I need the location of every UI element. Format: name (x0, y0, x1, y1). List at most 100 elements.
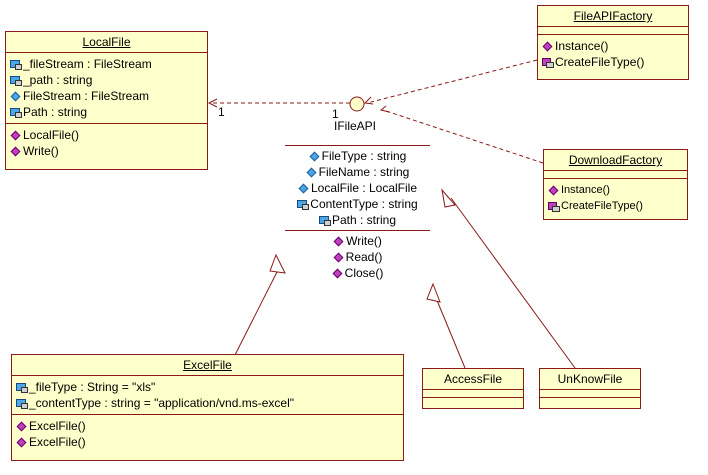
divider (285, 145, 430, 146)
method-row: Instance() (548, 182, 687, 198)
method-icon (332, 269, 343, 278)
ifileapi-interface-name: IFileAPI (334, 119, 377, 133)
field-text: Path : string (23, 105, 88, 119)
method-row: Close() (285, 265, 430, 281)
method-icon (16, 422, 27, 431)
method-text: Close() (344, 266, 384, 280)
field-icon (10, 92, 21, 101)
fields-section: _fileType : String = "xls" _contentType … (12, 376, 403, 415)
field-row: _fileStream : FileStream (10, 56, 207, 72)
ifileapi-interface[interactable]: FileType : string FileName : string Loca… (285, 145, 430, 283)
field-row: _fileType : String = "xls" (16, 379, 403, 395)
method-icon (333, 237, 344, 246)
field-text: _fileType : String = "xls" (29, 380, 156, 394)
method-icon (333, 253, 344, 262)
downloadfactory-class[interactable]: DownloadFactory Instance() CreateFileTyp… (543, 149, 688, 220)
fileapifactory-class[interactable]: FileAPIFactory Instance() CreateFileType… (537, 5, 689, 80)
arrowhead-fileapifactory (363, 96, 374, 105)
method-icon (10, 147, 21, 156)
method-text: Write() (346, 234, 382, 248)
field-text: _path : string (23, 73, 93, 87)
class-title: DownloadFactory (544, 150, 687, 171)
realization-accessfile (435, 297, 466, 369)
class-title: FileAPIFactory (538, 6, 688, 27)
lock-method-icon (548, 201, 560, 212)
unknowfile-class[interactable]: UnKnowFile (539, 368, 641, 409)
fields-section (423, 390, 523, 398)
method-row: Instance() (542, 38, 688, 54)
field-icon (309, 152, 320, 161)
property-text: ContentType : string (310, 197, 418, 211)
lock-field-icon (10, 59, 22, 70)
divider (285, 230, 430, 231)
property-row: ContentType : string (285, 196, 430, 212)
method-text: CreateFileType() (561, 200, 643, 212)
accessfile-class[interactable]: AccessFile (422, 368, 524, 409)
lock-field-icon (10, 107, 22, 118)
method-text: CreateFileType() (555, 55, 645, 69)
realization-unknowfile (450, 197, 576, 369)
methods-section (540, 398, 640, 405)
field-row: FileStream : FileStream (10, 88, 207, 104)
field-row: Path : string (10, 104, 207, 120)
property-text: Path : string (331, 213, 397, 227)
methods-section: Instance() CreateFileType() (538, 35, 688, 73)
method-row: ExcelFile() (16, 418, 403, 434)
lock-field-icon (297, 199, 310, 210)
method-icon (542, 42, 553, 51)
fields-section (540, 390, 640, 398)
method-text: Instance() (561, 184, 610, 196)
arrowhead-downloadfactory (379, 105, 390, 113)
method-row: Write() (10, 143, 207, 159)
fields-section: _fileStream : FileStream _path : string … (6, 53, 207, 124)
property-text: FileType : string (321, 149, 407, 163)
fields-section (544, 171, 687, 179)
field-text: FileStream : FileStream (23, 89, 150, 103)
generalization-triangle-unknow (441, 188, 456, 208)
methods-section: Instance() CreateFileType() (544, 179, 687, 217)
method-row: Write() (285, 233, 430, 249)
method-row: CreateFileType() (542, 54, 688, 70)
method-row: Read() (285, 249, 430, 265)
methods-section: ExcelFile() ExcelFile() (12, 415, 403, 453)
method-row: ExcelFile() (16, 434, 403, 450)
methods-section: LocalFile() Write() (6, 124, 207, 162)
dependency-downloadfactory (382, 109, 544, 164)
field-row: _contentType : string = "application/vnd… (16, 395, 403, 411)
field-icon (298, 184, 309, 193)
method-text: ExcelFile() (29, 435, 86, 449)
realization-excelfile (234, 269, 279, 356)
generalization-triangle-excel (269, 253, 286, 274)
method-text: Write() (23, 144, 59, 158)
interface-lollipop-icon (349, 96, 365, 112)
class-title: LocalFile (6, 32, 207, 53)
methods-section (423, 398, 523, 405)
class-title: UnKnowFile (540, 369, 640, 390)
properties-section: FileType : string FileName : string Loca… (285, 146, 430, 230)
lock-field-icon (318, 215, 331, 226)
lock-method-icon (542, 57, 554, 68)
multiplicity-ifileapi-end: 1 (332, 107, 339, 121)
dependency-fileapifactory (366, 59, 538, 104)
method-text: ExcelFile() (29, 419, 86, 433)
property-row: FileName : string (285, 164, 430, 180)
methods-section: Write() Read() Close() (285, 231, 430, 283)
class-title: AccessFile (423, 369, 523, 390)
method-icon (16, 438, 27, 447)
field-text: _contentType : string = "application/vnd… (29, 396, 294, 410)
lock-field-icon (16, 398, 28, 409)
method-text: Read() (345, 250, 383, 264)
method-row: LocalFile() (10, 127, 207, 143)
field-icon (306, 168, 317, 177)
excelfile-class[interactable]: ExcelFile _fileType : String = "xls" _co… (11, 354, 404, 461)
fields-section (538, 27, 688, 35)
method-row: CreateFileType() (548, 198, 687, 214)
lock-field-icon (10, 75, 22, 86)
method-icon (548, 186, 559, 195)
property-text: LocalFile : LocalFile (310, 181, 418, 195)
localfile-class[interactable]: LocalFile _fileStream : FileStream _path… (5, 31, 208, 170)
field-text: _fileStream : FileStream (23, 57, 152, 71)
generalization-triangle-access (426, 282, 441, 303)
property-row: FileType : string (285, 148, 430, 164)
